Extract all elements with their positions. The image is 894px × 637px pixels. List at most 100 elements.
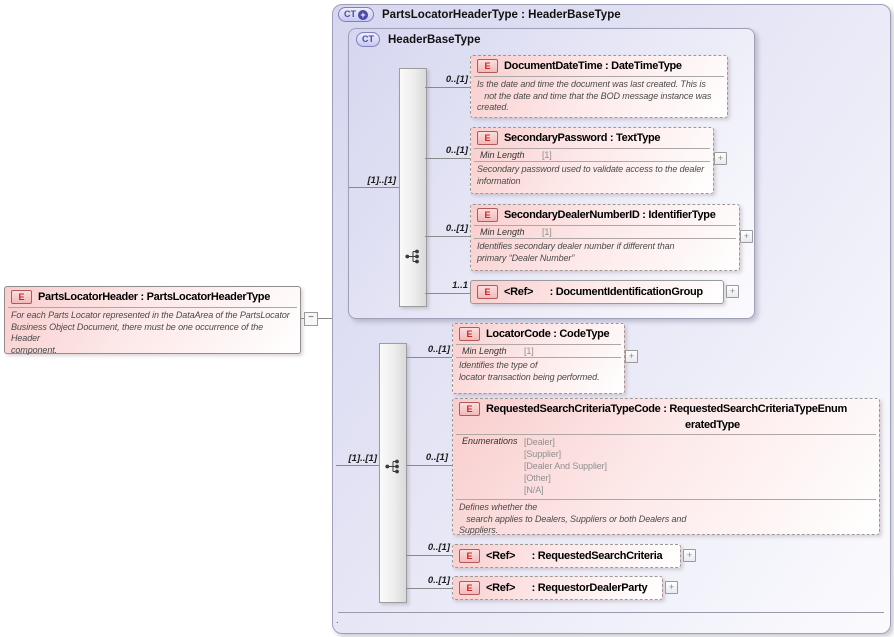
expand-icon[interactable]: + <box>625 350 638 363</box>
element-header: E <Ref> : DocumentIdentificationGroup <box>471 281 723 302</box>
element-icon: E <box>477 131 498 145</box>
element-box-partslocatorheader[interactable]: E PartsLocatorHeader : PartsLocatorHeade… <box>4 286 301 355</box>
element-icon: E <box>459 402 480 416</box>
ct-icon-label: CT <box>362 34 374 44</box>
connector-line <box>425 158 470 159</box>
element-header: E SecondaryPassword : TextType <box>471 128 713 148</box>
element-title: DocumentDateTime : DateTimeType <box>504 60 682 72</box>
element-title: SecondaryPassword : TextType <box>504 132 661 144</box>
element-icon: E <box>459 549 480 563</box>
sequence-icon <box>385 459 399 474</box>
enumeration-value: [N/A] <box>524 485 544 495</box>
element-icon: E <box>477 285 498 299</box>
enumeration-value: [Supplier] <box>524 449 562 459</box>
cardinality-label: [1]..[1] <box>348 453 378 464</box>
facet-row: Min Length [1] <box>474 148 710 162</box>
element-box-documentdatetime[interactable]: E DocumentDateTime : DateTimeType Is the… <box>470 55 728 118</box>
element-annotation: Secondary password used to validate acce… <box>477 164 705 186</box>
complextype-annotation: . <box>336 615 339 626</box>
facet-value: [1] <box>542 227 552 237</box>
cardinality-label: 1..1 <box>452 280 468 291</box>
basetype-title: HeaderBaseType <box>388 33 481 46</box>
connector-line <box>336 465 379 466</box>
divider <box>8 307 297 308</box>
connector-line <box>406 588 452 589</box>
connector-line <box>406 465 452 466</box>
facet-row: Enumerations [Dealer] [Supplier] [Dealer… <box>456 434 876 500</box>
element-icon: E <box>477 59 498 73</box>
cardinality-label: 0..[1] <box>427 344 450 355</box>
complextype-header: CT+ PartsLocatorHeaderType : HeaderBaseT… <box>338 7 621 22</box>
facet-value: [1] <box>542 150 552 160</box>
element-annotation: For each Parts Locator represented in th… <box>11 310 290 355</box>
connector-line <box>425 87 470 88</box>
element-box-secondarypassword[interactable]: E SecondaryPassword : TextType Min Lengt… <box>470 127 714 194</box>
facet-label: Enumerations <box>462 436 518 446</box>
element-box-locatorcode[interactable]: E LocatorCode : CodeType Min Length [1] … <box>452 323 625 394</box>
element-annotation: Identifies secondary dealer number if di… <box>477 241 675 263</box>
facet-value: [1] <box>524 346 534 356</box>
divider <box>474 76 724 77</box>
connector-line <box>425 293 470 294</box>
element-header: E DocumentDateTime : DateTimeType <box>471 56 727 76</box>
cardinality-label: 0..[1] <box>427 542 450 553</box>
complextype-extension-icon: CT+ <box>338 7 374 22</box>
element-annotation: Identifies the type of locator transacti… <box>459 360 600 382</box>
facet-label: Min Length <box>462 346 507 356</box>
element-icon: E <box>459 581 480 595</box>
cardinality-label: [1]..[1] <box>367 175 397 186</box>
element-header: E PartsLocatorHeader : PartsLocatorHeade… <box>5 287 300 307</box>
sequence-icon <box>405 249 419 264</box>
element-title-wrap: eratedType <box>685 419 740 431</box>
expand-icon[interactable]: + <box>683 549 696 562</box>
element-annotation: Is the date and time the document was la… <box>477 79 712 112</box>
element-box-ref-requestordealerparty[interactable]: E <Ref> : RequestorDealerParty <box>452 576 663 600</box>
facet-row: Min Length [1] <box>456 344 621 358</box>
element-icon: E <box>477 208 498 222</box>
connector-line <box>406 357 452 358</box>
facet-label: Min Length <box>480 227 525 237</box>
element-header: E <Ref> : RequestedSearchCriteria <box>453 545 680 566</box>
element-header: E <Ref> : RequestorDealerParty <box>453 577 662 598</box>
facet-row: Min Length [1] <box>474 225 736 239</box>
enumeration-value: [Dealer] <box>524 437 555 447</box>
cardinality-label: 0..[1] <box>445 223 468 234</box>
collapse-icon[interactable]: − <box>304 312 318 326</box>
element-box-ref-requestedsearchcriteria[interactable]: E <Ref> : RequestedSearchCriteria <box>452 544 681 568</box>
element-box-ref-documentidentificationgroup[interactable]: E <Ref> : DocumentIdentificationGroup <box>470 280 724 304</box>
element-icon: E <box>11 290 32 304</box>
element-title: RequestedSearchCriteriaTypeCode : Reques… <box>486 403 847 415</box>
expand-icon[interactable]: + <box>665 581 678 594</box>
element-header: E SecondaryDealerNumberID : IdentifierTy… <box>471 205 739 225</box>
connector-line <box>425 236 470 237</box>
cardinality-label: 0..[1] <box>445 74 468 85</box>
cardinality-label: 0..[1] <box>427 575 450 586</box>
element-annotation: Defines whether the search applies to De… <box>459 502 687 535</box>
cardinality-label: 0..[1] <box>425 452 448 463</box>
annotation-divider <box>338 612 884 613</box>
connector-line <box>406 555 452 556</box>
connector-line <box>349 187 399 188</box>
expand-icon[interactable]: + <box>714 152 727 165</box>
cardinality-label: 0..[1] <box>445 145 468 156</box>
basetype-header: CT HeaderBaseType <box>356 32 480 47</box>
element-title: LocatorCode : CodeType <box>486 328 610 340</box>
element-box-secondarydealernumberid[interactable]: E SecondaryDealerNumberID : IdentifierTy… <box>470 204 740 271</box>
complextype-title: PartsLocatorHeaderType : HeaderBaseType <box>382 8 621 21</box>
element-header: E RequestedSearchCriteriaTypeCode : Requ… <box>453 399 879 419</box>
element-box-requestedsearchcriteriatypecode[interactable]: E RequestedSearchCriteriaTypeCode : Requ… <box>452 398 880 535</box>
expand-icon[interactable]: + <box>740 230 753 243</box>
sequence-compositor-upper[interactable] <box>399 68 427 307</box>
complextype-icon: CT <box>356 32 380 47</box>
element-title: <Ref> : DocumentIdentificationGroup <box>504 286 703 298</box>
enumeration-value: [Dealer And Supplier] <box>524 461 607 471</box>
element-title: <Ref> : RequestorDealerParty <box>486 582 648 594</box>
ct-plus-badge: + <box>358 9 368 20</box>
sequence-compositor-lower[interactable] <box>379 343 407 603</box>
expand-icon[interactable]: + <box>726 285 739 298</box>
ct-icon-label: CT <box>344 9 356 19</box>
element-title: PartsLocatorHeader : PartsLocatorHeaderT… <box>38 291 271 303</box>
element-title: <Ref> : RequestedSearchCriteria <box>486 550 663 562</box>
enumeration-value: [Other] <box>524 473 551 483</box>
